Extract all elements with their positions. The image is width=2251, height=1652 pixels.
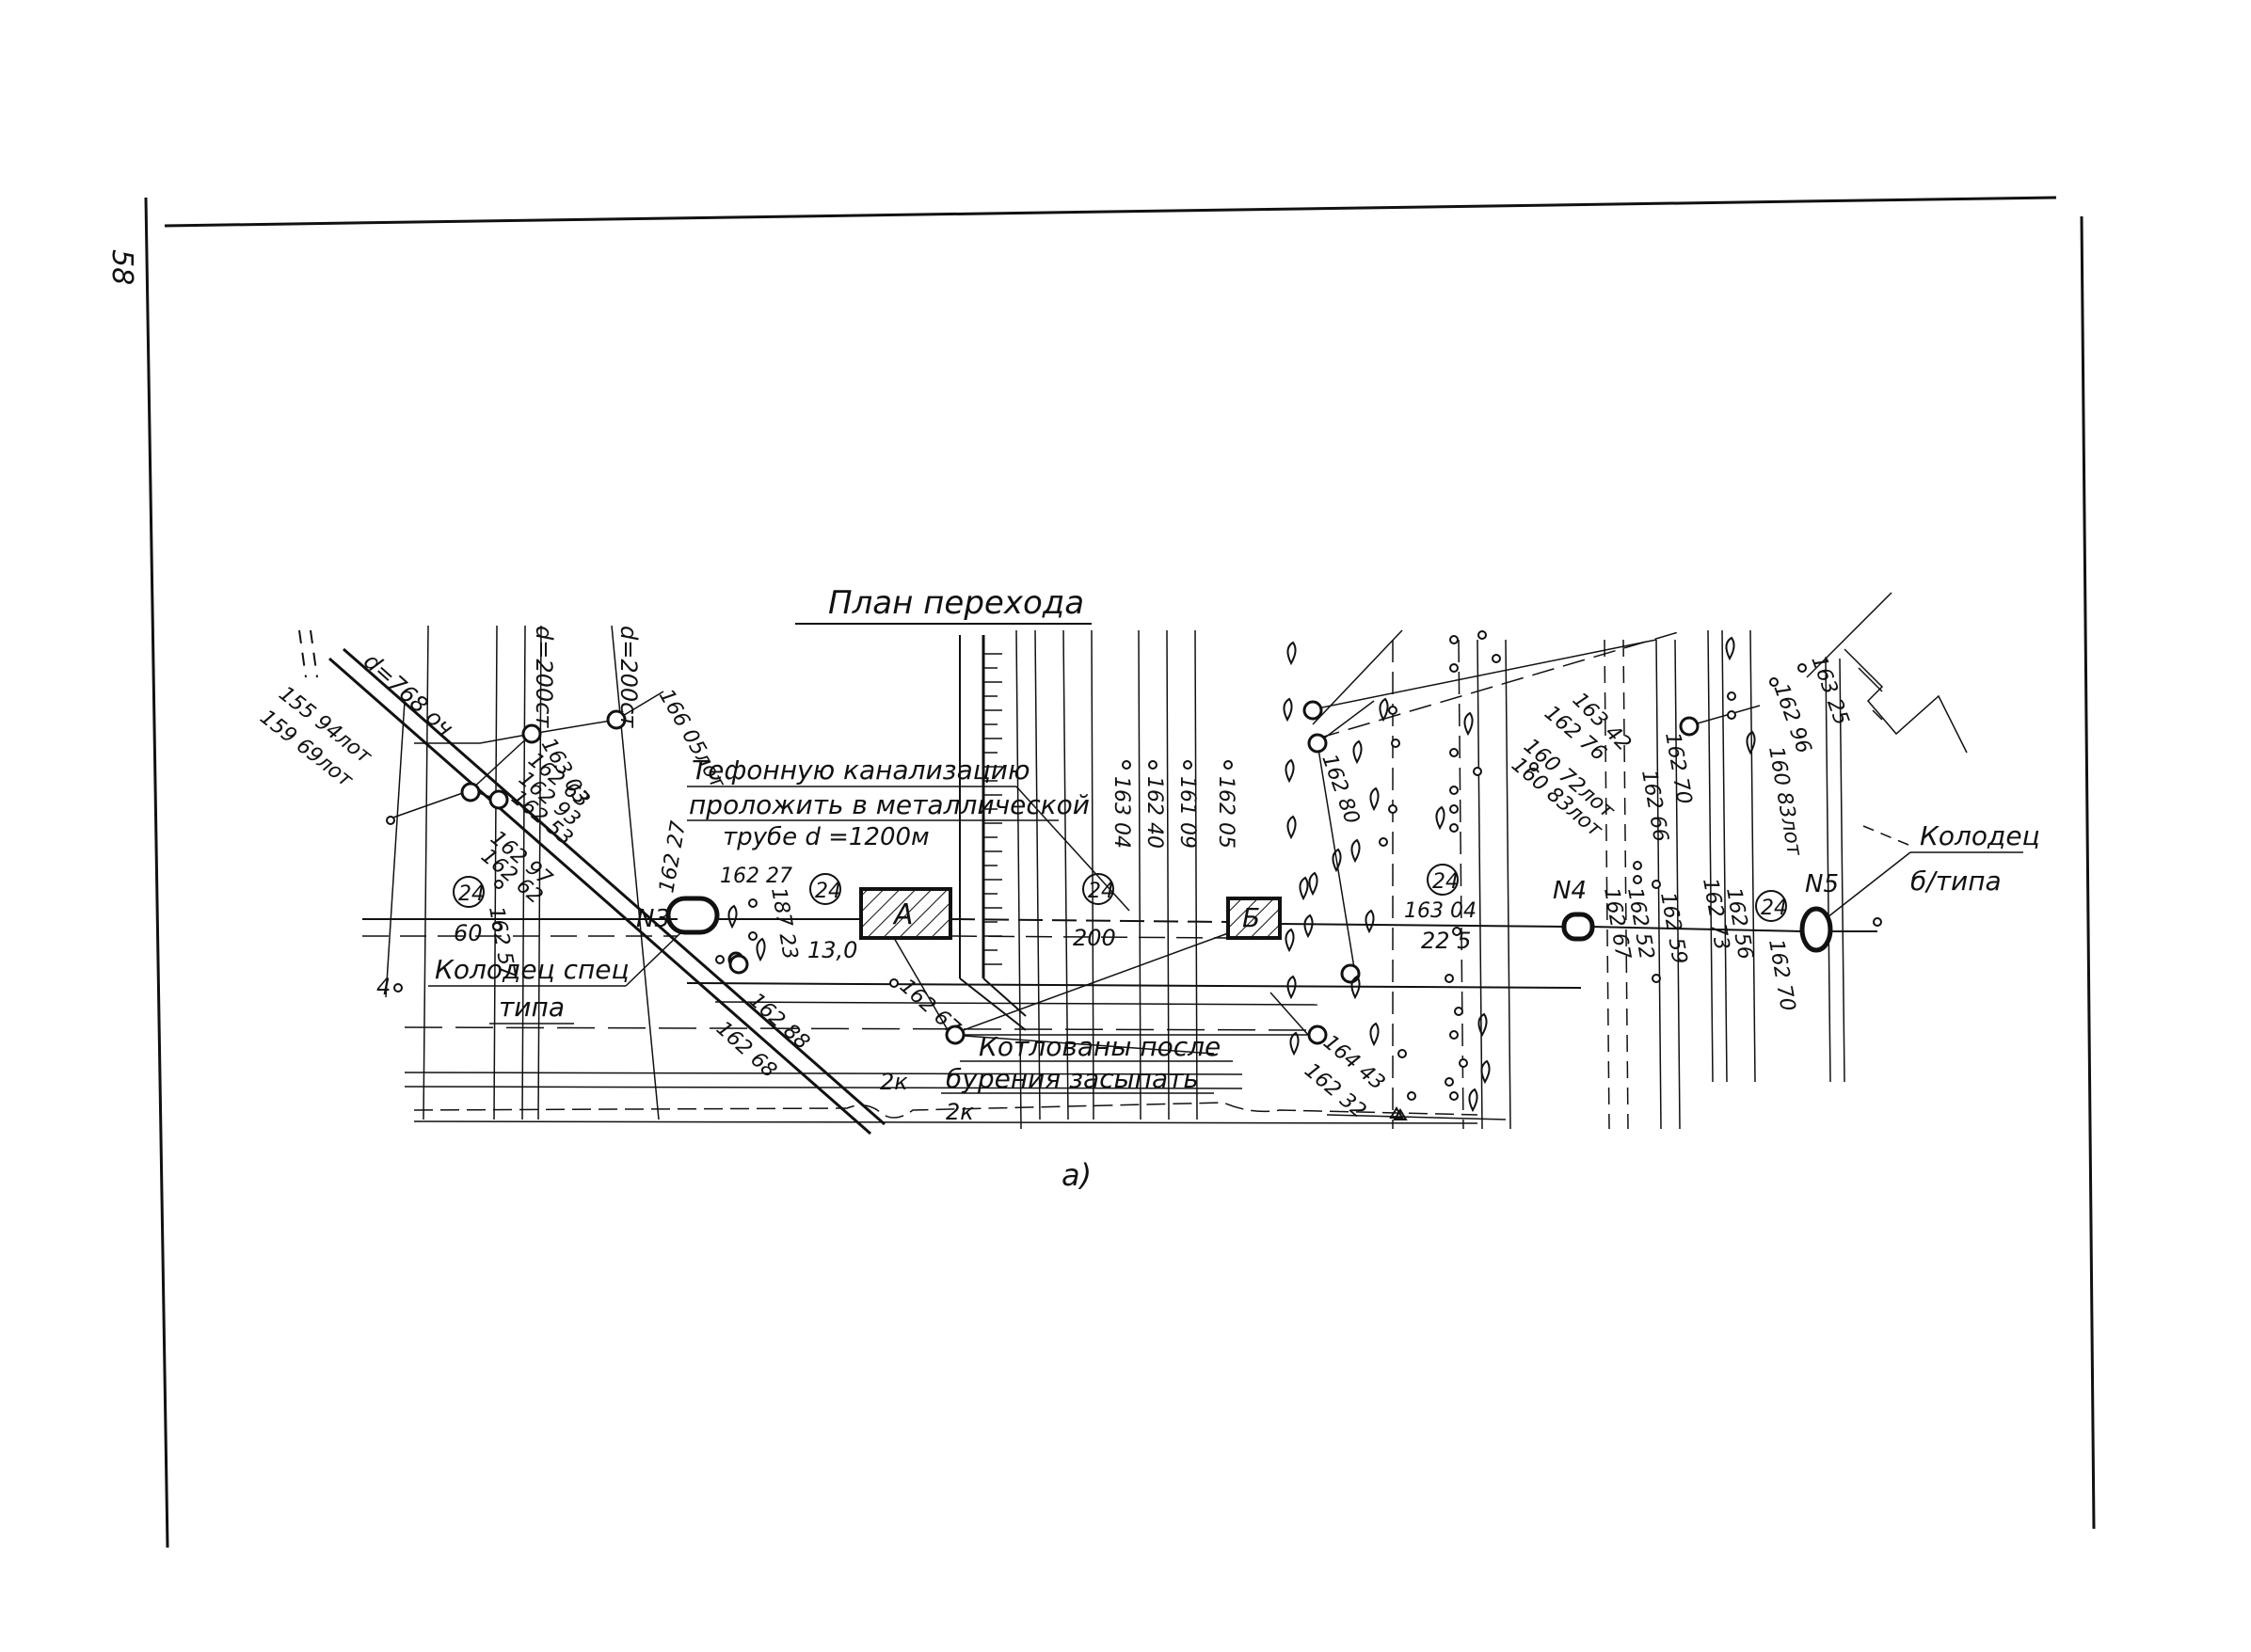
pipe-marker: 24 bbox=[1427, 864, 1459, 896]
tree-symbols bbox=[727, 636, 1756, 1113]
border-right bbox=[2080, 215, 2096, 1530]
utility-nodes bbox=[460, 700, 1700, 1045]
left-cluster-lines bbox=[390, 691, 664, 819]
center-vertical-lines bbox=[1015, 629, 1198, 1130]
right-vertical-lines bbox=[1392, 629, 1845, 1130]
elevation-label: 163 25 bbox=[1806, 653, 1853, 729]
elevation-label: 162 27 bbox=[655, 819, 691, 895]
pit-a bbox=[859, 887, 952, 940]
scale-ruler bbox=[959, 635, 1027, 1031]
duct-count: 2к bbox=[946, 1099, 974, 1125]
elevation-label: 162 27 bbox=[720, 865, 792, 888]
svg-text:б/типа: б/типа bbox=[1910, 866, 2002, 897]
svg-text:типа: типа bbox=[499, 992, 565, 1023]
svg-text:Колодец спец: Колодец спец bbox=[435, 954, 630, 985]
elevation-label: 162 70 bbox=[1660, 731, 1696, 806]
pit-b-label: Б bbox=[1242, 902, 1260, 933]
pit-connections bbox=[893, 932, 1309, 1055]
border-left bbox=[144, 197, 169, 1549]
elevation-label: 187 23 bbox=[766, 886, 802, 961]
pipe-marker: 24 bbox=[809, 873, 841, 905]
section-length: 13,0 bbox=[807, 937, 857, 963]
pipe-marker: 24 bbox=[453, 876, 485, 908]
figure-caption: а) bbox=[1062, 1157, 1092, 1193]
survey-points bbox=[386, 630, 1882, 1101]
page-number: 58 bbox=[105, 249, 138, 285]
svg-text:24: 24 bbox=[458, 882, 485, 906]
elevation-label: 161 09 bbox=[1175, 776, 1199, 849]
svg-text:Тефонную канализацию: Тефонную канализацию bbox=[692, 755, 1030, 786]
elevation-label: 162 05 bbox=[1214, 776, 1237, 849]
elevation-label: 160 83лот bbox=[1764, 745, 1806, 859]
border-top bbox=[164, 196, 2057, 228]
svg-text:Котлованы после: Котлованы после bbox=[979, 1031, 1221, 1062]
section-length: 22 5 bbox=[1421, 928, 1471, 954]
well-n5 bbox=[1799, 906, 1833, 953]
svg-text:24: 24 bbox=[815, 880, 841, 903]
duct-count: 2к bbox=[880, 1069, 908, 1095]
pits-label: Котлованы после бурения засыпать bbox=[941, 1031, 1233, 1094]
svg-text:24: 24 bbox=[1088, 880, 1114, 903]
svg-text:бурения засыпать: бурения засыпать bbox=[946, 1063, 1199, 1094]
pipe-marker: 24 bbox=[1082, 873, 1114, 905]
pit-b bbox=[1226, 897, 1282, 940]
small-mark: 4 bbox=[376, 974, 391, 1000]
diameter-label: d=200ст bbox=[615, 626, 642, 728]
well-n4-label: N4 bbox=[1553, 877, 1587, 905]
elevation-label: 162 40 bbox=[1142, 776, 1166, 849]
well-n3 bbox=[665, 896, 720, 935]
well-n4 bbox=[1561, 912, 1595, 942]
svg-text:проложить в металлической: проложить в металлической bbox=[689, 789, 1090, 820]
pit-a-label: А bbox=[892, 898, 914, 931]
section-length: 200 bbox=[1073, 925, 1116, 951]
well-spec-label: Колодец спец типа bbox=[428, 930, 683, 1025]
well-n5-label: N5 bbox=[1805, 870, 1839, 898]
svg-text:трубе d =1200м: трубе d =1200м bbox=[723, 823, 930, 851]
note-block: Тефонную канализацию проложить в металли… bbox=[687, 755, 1130, 912]
elevation-label: 162 66 bbox=[1636, 769, 1672, 844]
well-b-label: Колодец б/типа bbox=[1827, 820, 2040, 918]
left-vertical-lines bbox=[298, 625, 660, 1120]
elevation-label: 163 04 bbox=[1110, 776, 1133, 849]
survey-triangle bbox=[1393, 1108, 1408, 1120]
plan-title: План перехода bbox=[828, 584, 1084, 622]
svg-text:24: 24 bbox=[1761, 897, 1787, 920]
section-length: 60 bbox=[454, 920, 483, 946]
diagonal-trunk-line bbox=[328, 647, 886, 1136]
pipe-marker: 24 bbox=[1755, 890, 1787, 922]
elevation-label: 162 70 bbox=[1764, 938, 1799, 1013]
elevation-label: 163 04 bbox=[1404, 899, 1477, 923]
elevation-label: 162 96 bbox=[1768, 681, 1815, 757]
svg-text:Колодец: Колодец bbox=[1920, 820, 2040, 851]
diameter-label: d=200ст bbox=[531, 626, 557, 728]
well-n3-label: N3 bbox=[636, 905, 670, 933]
svg-text:24: 24 bbox=[1432, 870, 1459, 894]
